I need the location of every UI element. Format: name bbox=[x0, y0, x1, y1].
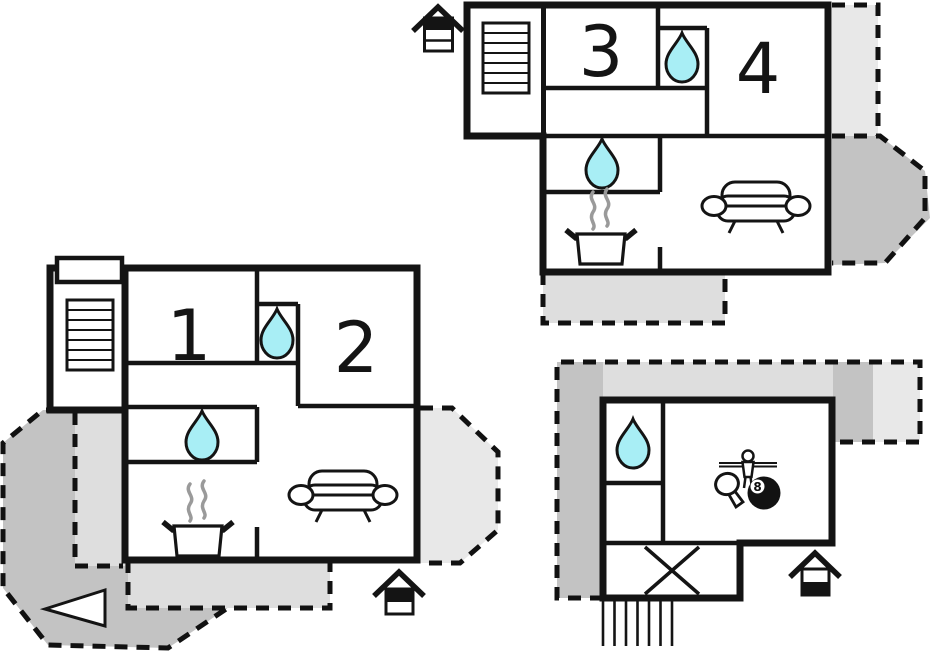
room-label-1: 1 bbox=[167, 295, 212, 377]
staircase-icon bbox=[65, 298, 115, 372]
terrace-area bbox=[543, 272, 725, 323]
entrance-house-icon bbox=[788, 549, 842, 597]
terrace-area bbox=[873, 362, 920, 442]
sofa-icon bbox=[287, 469, 399, 523]
stove-pot-icon bbox=[564, 187, 638, 266]
entrance-house-icon bbox=[372, 568, 426, 616]
sofa-icon bbox=[700, 180, 812, 234]
water-drop-icon bbox=[664, 28, 700, 84]
steam-lines bbox=[200, 479, 208, 520]
billiard-8-ball-icon: 8 bbox=[747, 476, 781, 510]
terrace-area bbox=[557, 362, 603, 598]
room-label-4: 4 bbox=[736, 28, 781, 110]
chimney bbox=[54, 255, 125, 285]
room-label-3: 3 bbox=[579, 11, 624, 93]
water-drop-icon bbox=[615, 414, 651, 470]
basement-terraces bbox=[554, 359, 923, 601]
interior-walls bbox=[123, 268, 417, 560]
interior-walls bbox=[600, 400, 740, 546]
foosball-player-icon bbox=[719, 449, 777, 489]
terrace-dashed-border bbox=[540, 2, 928, 326]
terrace-area bbox=[128, 558, 330, 608]
terrace-area bbox=[832, 136, 930, 265]
ground-floor-plan: 1 2 bbox=[0, 255, 501, 651]
upper-floor-plan: 3 4 bbox=[463, 1, 930, 326]
water-drop-icon bbox=[184, 406, 220, 462]
billiard-ball-number: 8 bbox=[753, 480, 761, 494]
steam-lines bbox=[186, 482, 194, 523]
direction-arrow-icon bbox=[39, 587, 107, 628]
staircase-icon bbox=[481, 21, 531, 95]
steam-lines bbox=[603, 187, 611, 228]
void-cross-icon bbox=[643, 545, 701, 596]
water-drop-icon bbox=[259, 304, 295, 360]
basement-plan: 8 bbox=[554, 359, 923, 646]
water-drop-icon bbox=[584, 134, 620, 190]
terrace-area bbox=[832, 5, 878, 136]
external-stairs-icon bbox=[601, 599, 674, 646]
steam-lines bbox=[589, 190, 597, 231]
terrace-area bbox=[75, 412, 125, 566]
interior-walls bbox=[540, 5, 828, 271]
room-label-2: 2 bbox=[334, 307, 379, 389]
ground-floor-terraces bbox=[0, 405, 501, 651]
table-tennis-paddle-icon bbox=[714, 471, 745, 510]
terrace-area bbox=[418, 408, 498, 563]
terrace-area bbox=[833, 362, 873, 442]
terrace-dashed-border bbox=[554, 359, 923, 601]
terrace-area bbox=[603, 362, 833, 399]
stove-pot-icon bbox=[161, 479, 235, 558]
entrance-house-icon bbox=[411, 3, 465, 53]
upper-floor-terraces bbox=[540, 2, 930, 326]
terrace-dashed-border bbox=[0, 405, 501, 651]
